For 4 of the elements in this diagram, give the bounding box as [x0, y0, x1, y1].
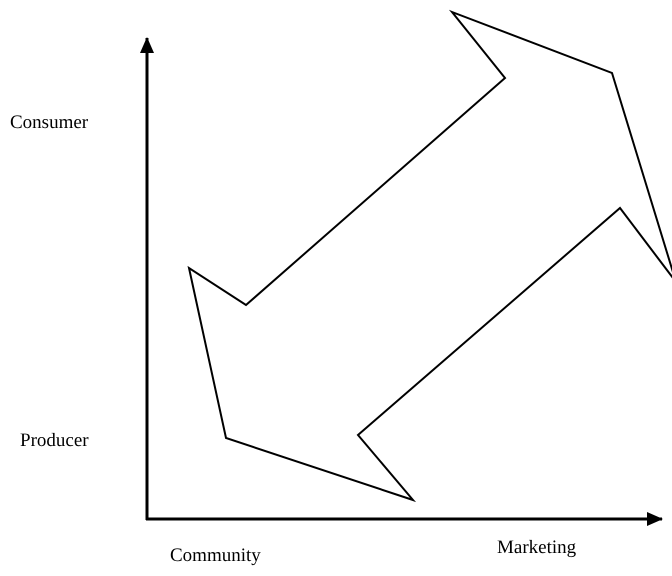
- axis-label: Producer: [20, 430, 89, 452]
- axis-label: Community: [170, 545, 261, 567]
- axis-label: Consumer: [10, 112, 88, 134]
- axis-label: Marketing: [497, 537, 576, 559]
